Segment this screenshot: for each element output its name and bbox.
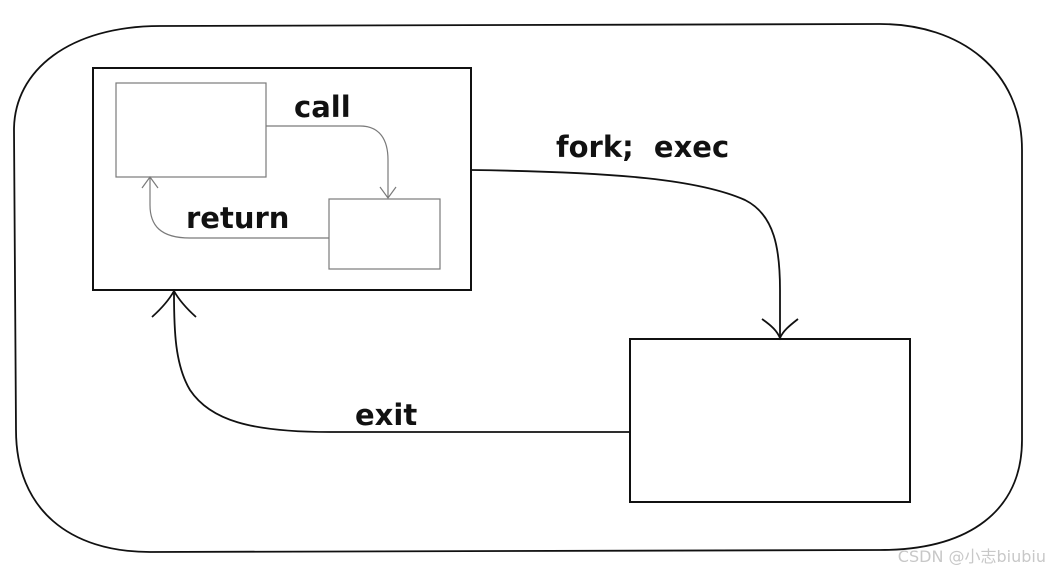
csdn-watermark: CSDN @小志biubiu [898, 547, 1046, 566]
fork-exec-arrow [470, 169, 781, 337]
return-arrow-head [141, 175, 159, 189]
exit-arrow-head [151, 289, 197, 318]
call-label: call [294, 90, 351, 124]
exec-program-box [629, 338, 911, 503]
program-box [92, 67, 472, 291]
exit-label: exit [355, 398, 417, 432]
outer-system-boundary [13, 23, 1023, 553]
call-arrow [266, 125, 389, 197]
fork-exec-arrow-head [761, 318, 799, 341]
caller-function-box [115, 82, 267, 178]
callee-function-box [328, 198, 441, 270]
return-arrow [149, 178, 329, 239]
return-label: return [186, 201, 289, 235]
exit-arrow [173, 292, 630, 433]
fork-exec-label: fork; exec [556, 130, 729, 164]
call-arrow-head [379, 186, 397, 200]
